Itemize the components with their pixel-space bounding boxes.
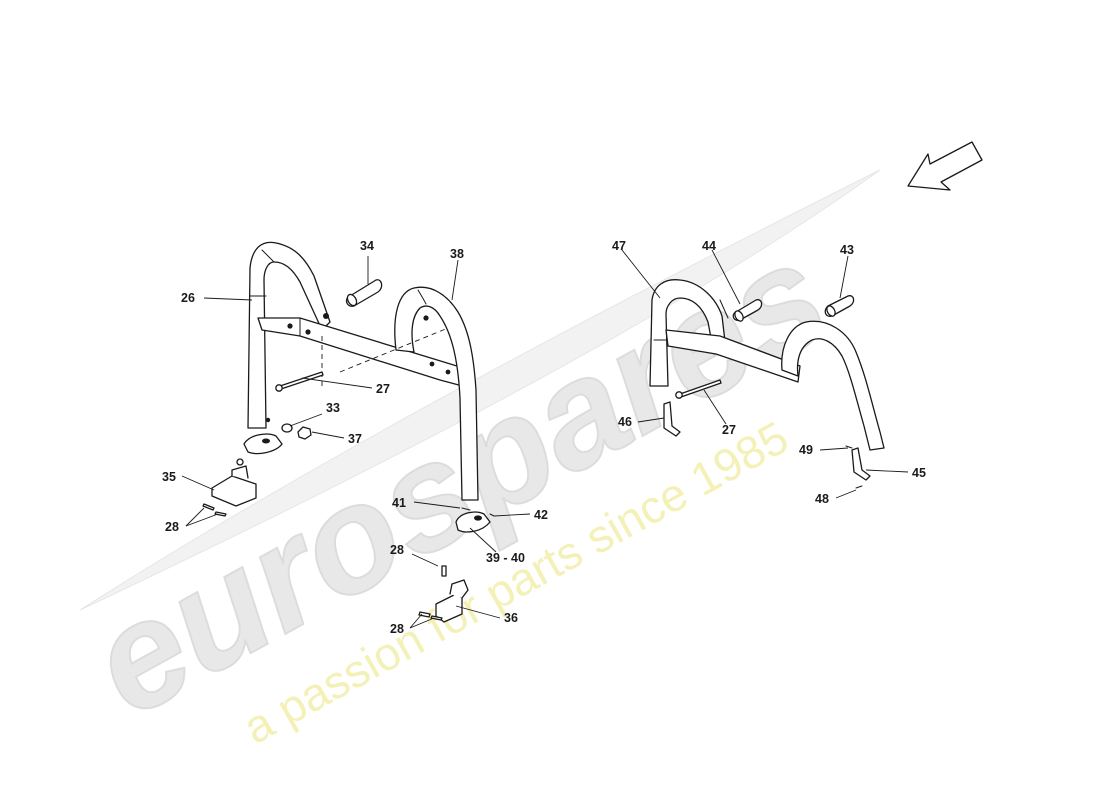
callout-28-top: 28: [390, 543, 404, 557]
mount-bracket-35: [211, 458, 257, 507]
spacer-sleeve-43: [824, 295, 855, 317]
callout-43: 43: [840, 243, 854, 257]
mount-bracket-36: [435, 565, 469, 623]
callout-45: 45: [912, 466, 926, 480]
callout-41: 41: [392, 496, 406, 510]
washer-33: [281, 423, 293, 433]
callout-27-left: 27: [376, 382, 390, 396]
bracket-45: [851, 447, 871, 481]
bolt-28-left-b: [214, 511, 227, 517]
callout-34: 34: [360, 239, 374, 253]
callout-labels: 26 34 38 27 33 37 35 28 41 42 39 - 40 28…: [162, 239, 926, 636]
roll-bar-left: [247, 241, 479, 501]
screw-48: [855, 485, 863, 489]
leader-lines: [181, 249, 909, 629]
spacer-sleeve-34: [345, 279, 383, 307]
callout-47: 47: [612, 239, 626, 253]
screw-41: [461, 507, 471, 511]
nut-37: [297, 426, 312, 440]
callout-44: 44: [702, 239, 716, 253]
direction-arrow-icon: [907, 141, 983, 191]
callout-27-right: 27: [722, 423, 736, 437]
callout-28-left: 28: [165, 520, 179, 534]
bolt-28-right-b: [430, 615, 443, 621]
roll-bar-right: [649, 279, 885, 451]
callout-42: 42: [534, 508, 548, 522]
callout-35: 35: [162, 470, 176, 484]
callout-46: 46: [618, 415, 632, 429]
callout-39-40: 39 - 40: [486, 551, 525, 565]
callout-36: 36: [504, 611, 518, 625]
spacer-sleeve-44: [732, 299, 763, 322]
callout-38: 38: [450, 247, 464, 261]
bolt-28-right-a: [418, 611, 431, 618]
bolt-28-left-a: [202, 503, 215, 511]
callout-28-bottom: 28: [390, 622, 404, 636]
bolt-27-right: [675, 379, 722, 399]
callout-48: 48: [815, 492, 829, 506]
callout-33: 33: [326, 401, 340, 415]
screw-49: [845, 445, 853, 449]
clamp-left: [243, 433, 283, 455]
callout-37: 37: [348, 432, 362, 446]
callout-49: 49: [799, 443, 813, 457]
bolt-27-left: [275, 371, 324, 392]
bracket-46: [663, 401, 681, 437]
screw-42: [489, 513, 495, 517]
callout-26: 26: [181, 291, 195, 305]
